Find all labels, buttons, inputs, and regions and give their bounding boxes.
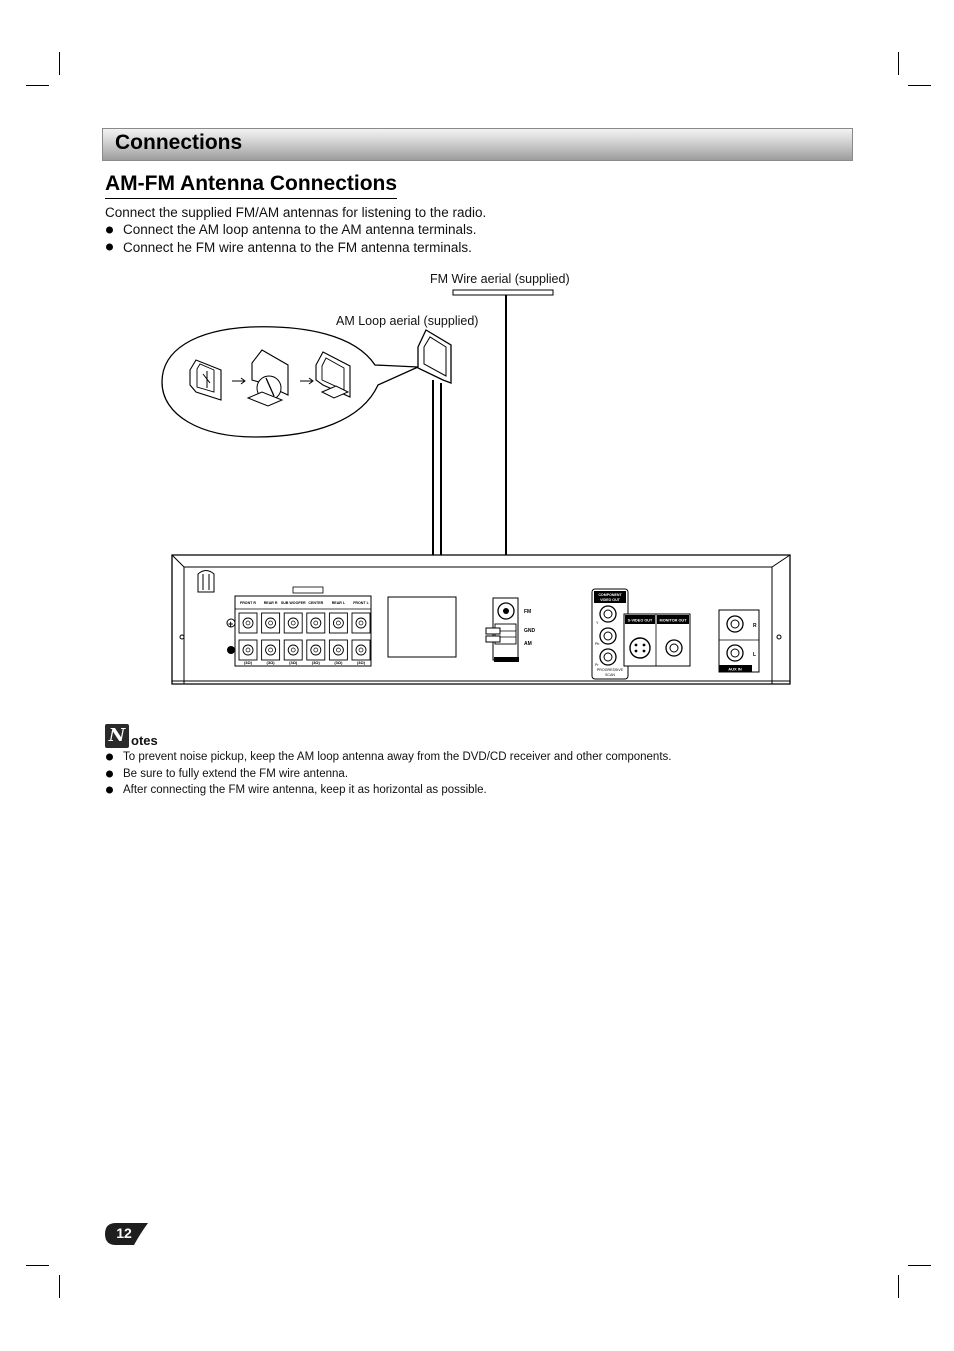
assembly-step-2 <box>246 349 289 407</box>
speaker-label: CENTER <box>308 601 323 605</box>
speaker-terminal-3: SUB WOOFER (3Ω) <box>281 601 306 665</box>
crop-mark <box>898 52 899 75</box>
antenna-terminal: FM GND AM <box>485 597 536 662</box>
terminal-hole <box>265 644 277 656</box>
note-item: Be sure to fully extend the FM wire ante… <box>105 766 845 783</box>
terminal-hole <box>287 644 299 656</box>
receiver-back-panel: + – FRONT R(3Ω)REAR R(3Ω)SUB WOOFER(3Ω)C… <box>171 554 791 685</box>
svg-text:MONITOR OUT: MONITOR OUT <box>660 619 688 623</box>
assembly-step-1 <box>189 359 222 401</box>
assembly-callout <box>161 326 419 438</box>
terminal-hole-inner <box>358 620 364 626</box>
svg-text:+: + <box>228 619 233 629</box>
speaker-terminal-5: REAR L (3Ω) <box>328 601 348 665</box>
assembly-step-3 <box>315 351 351 399</box>
terminal-hole-inner <box>290 647 296 653</box>
crop-mark <box>59 1275 60 1298</box>
impedance-label: (3Ω) <box>357 660 366 665</box>
page-number-badge: 12 <box>104 1222 148 1245</box>
terminal-hole <box>310 617 322 629</box>
section-title: AM-FM Antenna Connections <box>105 172 398 199</box>
page-number: 12 <box>116 1225 132 1241</box>
impedance-label: (3Ω) <box>289 660 298 665</box>
svg-text:PROGRESSIVE: PROGRESSIVE <box>597 668 624 672</box>
speaker-label: FRONT L <box>353 601 369 605</box>
svg-text:L: L <box>753 652 756 658</box>
svg-text:Pr: Pr <box>595 663 599 667</box>
crop-mark <box>908 85 931 86</box>
svg-text:Pb: Pb <box>595 642 599 646</box>
impedance-label: (3Ω) <box>267 660 276 665</box>
gnd-terminal-label: GND <box>524 628 536 634</box>
crop-mark <box>898 1275 899 1298</box>
fm-terminal-label: FM <box>524 609 531 615</box>
aux-in: R L AUX IN <box>718 609 760 673</box>
list-item: Connect he FM wire antenna to the FM ant… <box>105 239 476 257</box>
impedance-label: (3Ω) <box>244 660 253 665</box>
terminal-hole-inner <box>358 647 364 653</box>
svg-text:AUX IN: AUX IN <box>728 667 742 672</box>
crop-mark <box>908 1265 931 1266</box>
note-item: To prevent noise pickup, keep the AM loo… <box>105 749 845 766</box>
crop-mark <box>26 1265 49 1266</box>
terminal-hole <box>355 644 367 656</box>
notes-icon: N <box>105 724 129 748</box>
header-banner: Connections <box>102 128 853 161</box>
svg-text:S-VIDEO OUT: S-VIDEO OUT <box>628 619 653 623</box>
list-item: Connect the AM loop antenna to the AM an… <box>105 221 476 239</box>
am-terminal-label: AM <box>524 641 532 647</box>
terminal-hole-inner <box>268 647 273 653</box>
impedance-label: (3Ω) <box>334 660 343 665</box>
banner-title: Connections <box>115 131 243 154</box>
terminal-hole <box>242 617 254 629</box>
terminal-hole <box>310 644 322 656</box>
terminal-hole-inner <box>245 647 251 653</box>
terminal-hole <box>242 644 254 656</box>
component-video-out: COMPONENT VIDEO OUT Y Pb Pr PROGRESSIVE … <box>591 588 629 680</box>
svg-text:SCAN: SCAN <box>605 673 615 677</box>
speaker-terminal-1: FRONT R (3Ω) <box>238 601 258 665</box>
speaker-terminals: + – FRONT R(3Ω)REAR R(3Ω)SUB WOOFER(3Ω)C… <box>226 586 372 667</box>
speaker-label: FRONT R <box>240 601 256 605</box>
svg-text:COMPONENT: COMPONENT <box>598 593 622 597</box>
terminal-hole-inner <box>245 620 251 626</box>
terminal-hole-inner <box>336 647 341 653</box>
page-number-shape <box>105 1223 148 1245</box>
notes-heading-text: otes <box>131 733 158 748</box>
video-outputs: S-VIDEO OUT MONITOR OUT <box>623 613 691 667</box>
terminal-hole <box>355 617 367 629</box>
terminal-hole-inner <box>290 620 296 626</box>
notes-list: To prevent noise pickup, keep the AM loo… <box>105 749 845 799</box>
svg-text:Y: Y <box>596 621 599 625</box>
speaker-label: REAR L <box>332 601 346 605</box>
terminal-hole <box>287 617 299 629</box>
terminal-hole-inner <box>268 620 273 626</box>
intro-text: Connect the supplied FM/AM antennas for … <box>105 205 487 220</box>
speaker-terminal-2: REAR R (3Ω) <box>261 601 281 665</box>
speaker-label: SUB WOOFER <box>281 601 306 605</box>
speaker-terminal-6: FRONT L (3Ω) <box>351 601 371 665</box>
terminal-hole-inner <box>313 647 319 653</box>
terminal-hole <box>265 617 277 629</box>
fm-aerial-label: FM Wire aerial (supplied) <box>430 272 570 286</box>
speaker-terminal-4: CENTER (3Ω) <box>306 601 326 665</box>
instruction-list: Connect the AM loop antenna to the AM an… <box>105 221 476 256</box>
svg-text:VIDEO OUT: VIDEO OUT <box>600 598 621 602</box>
terminal-hole-inner <box>336 620 341 626</box>
svg-text:R: R <box>753 623 757 629</box>
antenna-connection-diagram: + – FRONT R(3Ω)REAR R(3Ω)SUB WOOFER(3Ω)C… <box>161 289 791 685</box>
terminal-hole <box>332 644 344 656</box>
speaker-label: REAR R <box>264 601 278 605</box>
terminal-hole <box>332 617 344 629</box>
am-aerial-label: AM Loop aerial (supplied) <box>336 314 479 328</box>
crop-mark <box>59 52 60 75</box>
terminal-hole-inner <box>313 620 319 626</box>
impedance-label: (3Ω) <box>312 660 321 665</box>
crop-mark <box>26 85 49 86</box>
note-item: After connecting the FM wire antenna, ke… <box>105 782 845 799</box>
